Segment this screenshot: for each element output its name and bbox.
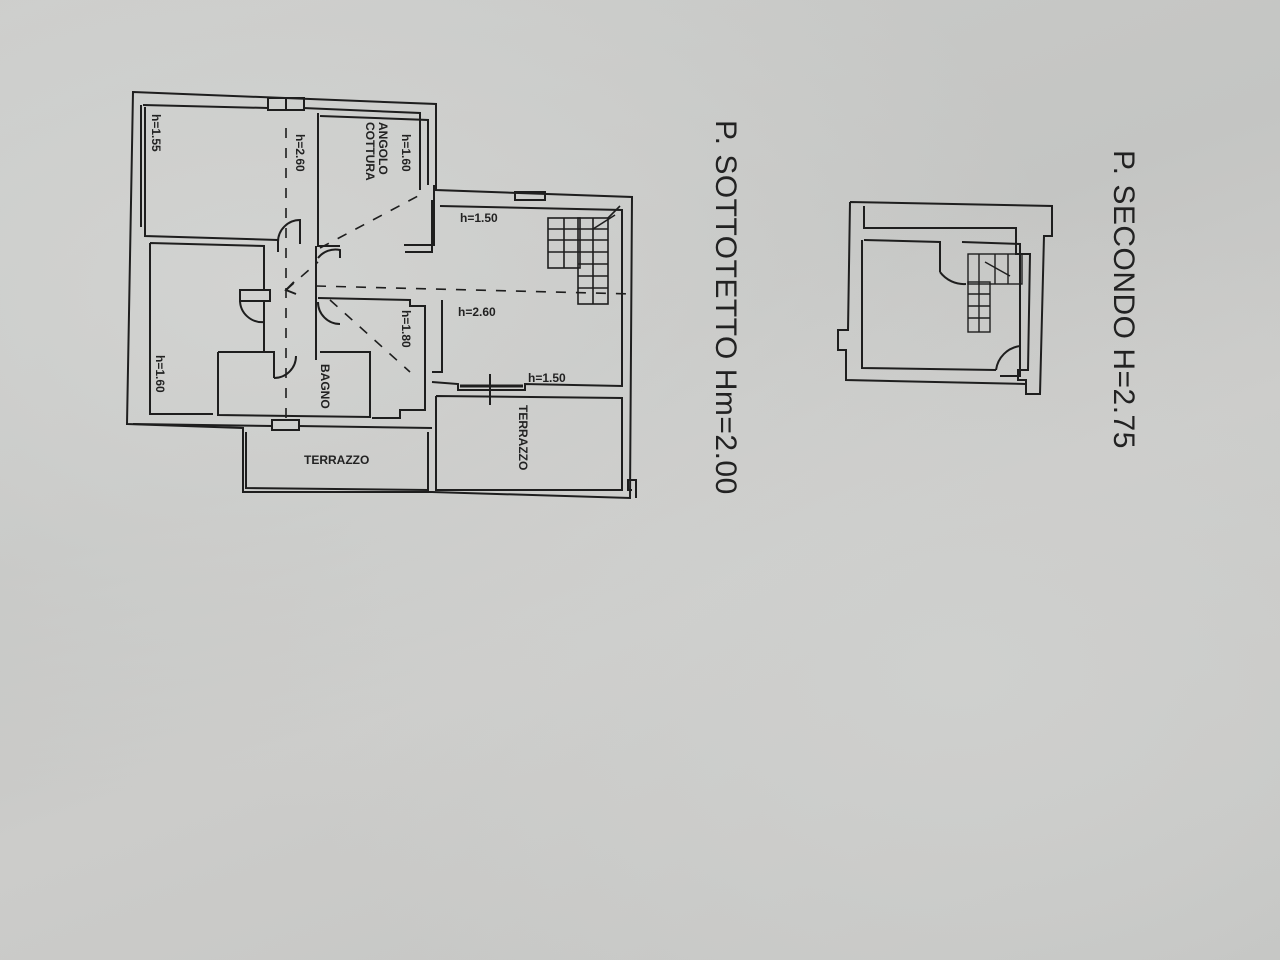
staircase-icon [547, 205, 621, 305]
room-height-lower-right: h=1.50 [528, 371, 566, 385]
plan-title-sottotetto: P. SOTTOTETTO Hm=2.00 [709, 120, 742, 495]
room-name-angolo-cottura-1: ANGOLO [376, 122, 390, 175]
room-height-corridor: h=2.60 [293, 134, 307, 172]
room-name-angolo-cottura-2: COTTURA [363, 122, 377, 181]
room-height-small-room: h=1.80 [399, 310, 413, 348]
sottotetto-plan [125, 90, 637, 500]
room-name-terrazzo-right: TERRAZZO [516, 405, 530, 471]
room-height-bedroom2: h=1.60 [153, 355, 167, 393]
room-name-terrazzo-bottom: TERRAZZO [304, 453, 370, 467]
room-height-bedroom1: h=1.55 [149, 114, 163, 152]
room-height-upper-right: h=1.50 [460, 211, 498, 225]
plan-title-secondo: P. SECONDO H=2.75 [1107, 150, 1140, 449]
secondo-plan [837, 201, 1053, 395]
room-name-bagno: BAGNO [318, 364, 332, 409]
room-height-angolo-cottura: h=1.60 [399, 134, 413, 172]
room-height-main-right: h=2.60 [458, 305, 496, 319]
